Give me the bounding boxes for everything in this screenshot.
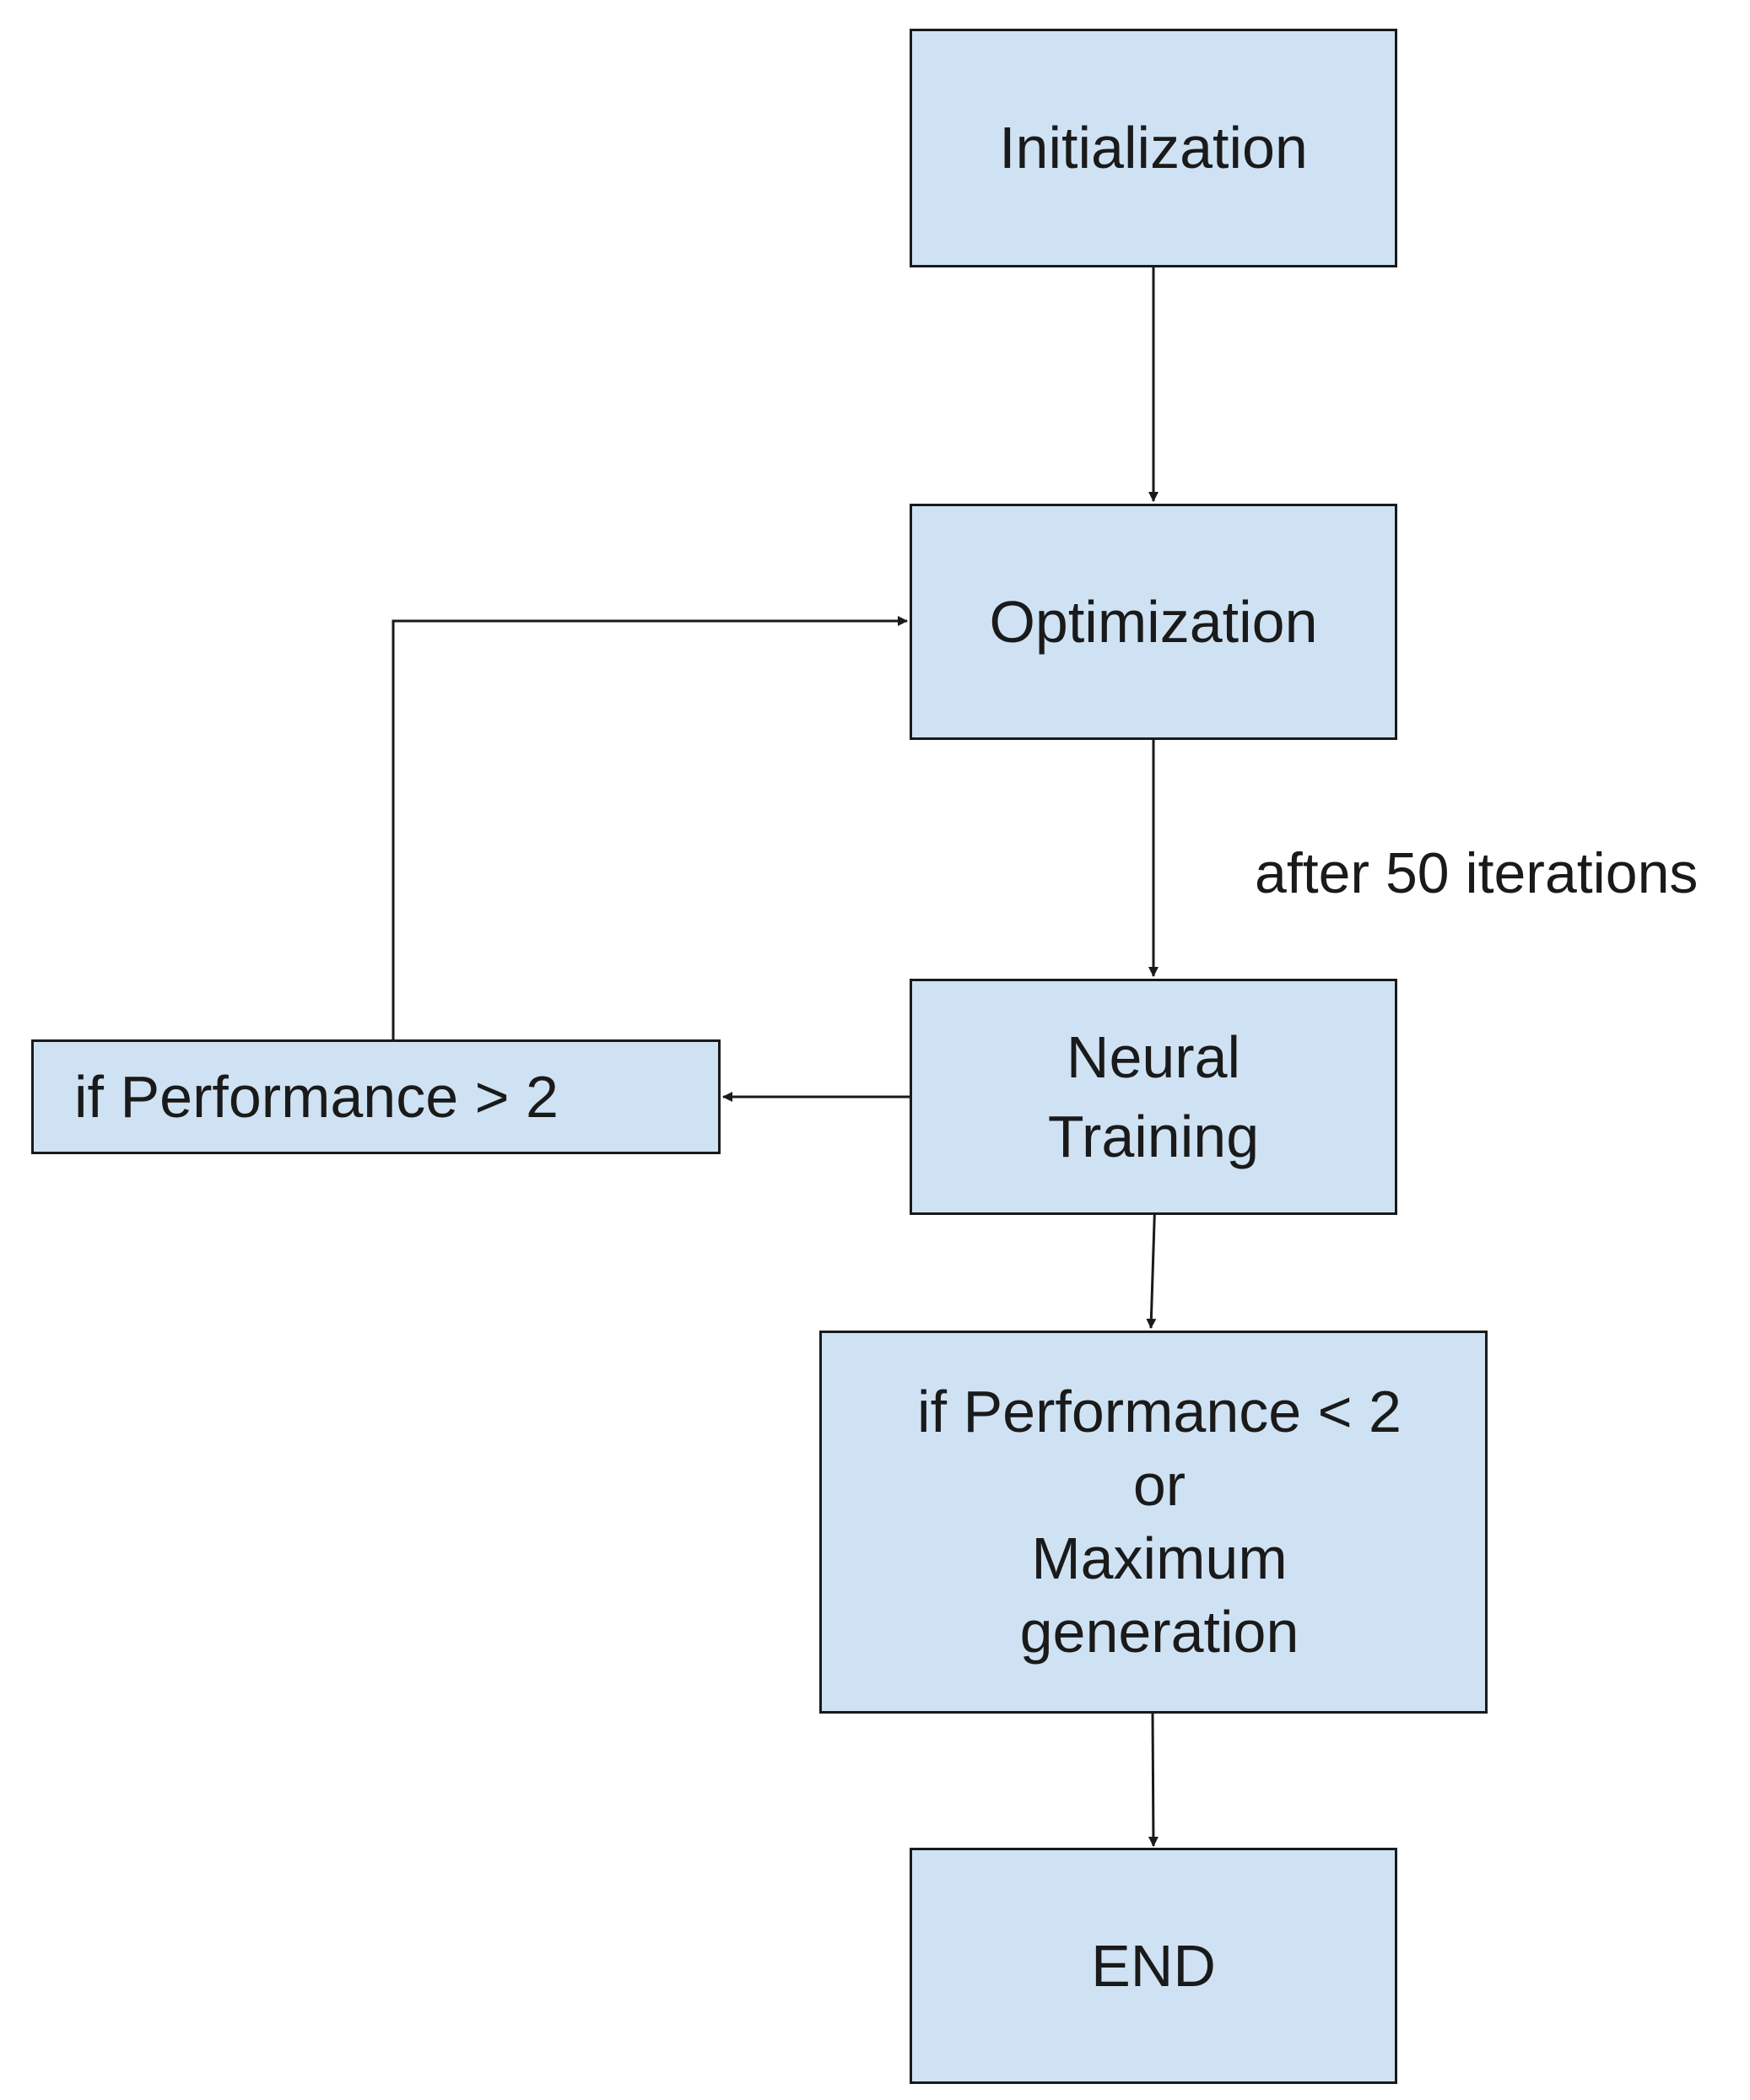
end-node: END: [910, 1848, 1397, 2084]
stop-condition-line-2: or: [1132, 1452, 1186, 1519]
neural-training-label-line-1: Neural: [1066, 1023, 1241, 1090]
end-label: END: [1091, 1932, 1216, 1999]
after-iterations-label: after 50 iterations: [1255, 841, 1699, 905]
performance-greater-condition-label: if Performance > 2: [74, 1063, 559, 1130]
stop-condition-line-4: generation: [1019, 1598, 1299, 1665]
stop-condition-line-3: Maximum: [1031, 1525, 1288, 1591]
arrow-condition-gt-back-to-optimization: [392, 616, 908, 1039]
initialization-node: Initialization: [910, 29, 1397, 267]
performance-greater-condition-node: if Performance > 2: [31, 1039, 721, 1154]
initialization-label: Initialization: [999, 115, 1308, 181]
optimization-label: Optimization: [989, 588, 1318, 655]
optimization-node: Optimization: [910, 504, 1397, 740]
arrow-training-to-stop-condition: [1146, 1196, 1157, 1329]
stop-condition-node: if Performance < 2 or Maximum generation: [819, 1331, 1488, 1714]
stop-condition-line-1: if Performance < 2: [917, 1379, 1402, 1445]
neural-training-label-line-2: Training: [1047, 1104, 1260, 1169]
neural-training-node: Neural Training: [910, 979, 1397, 1215]
